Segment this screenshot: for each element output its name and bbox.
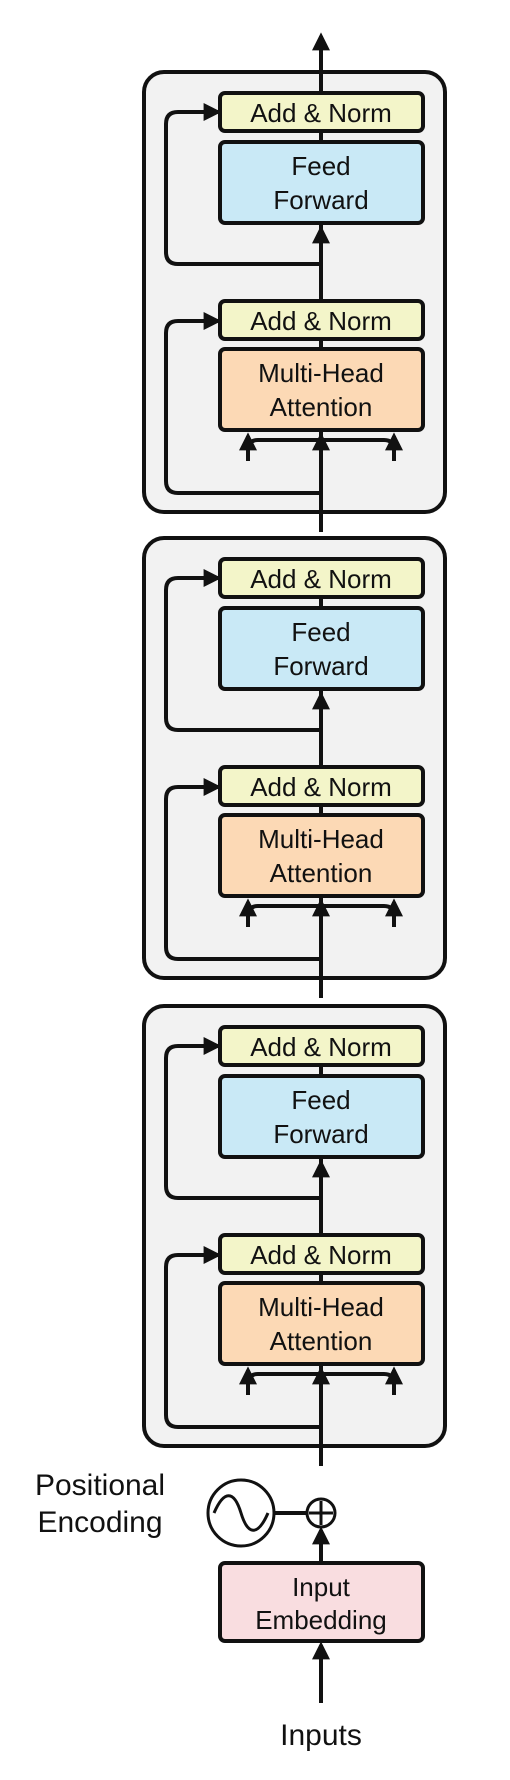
positional-encoding-label-line2: Encoding	[37, 1506, 162, 1539]
input-section: Positional Encoding Input Embedding Inpu…	[35, 1469, 425, 1752]
feed-forward-label-line2: Forward	[273, 651, 368, 681]
residual-connection-attention	[164, 1246, 321, 1429]
multi-head-attention-label-line1: Multi-Head	[258, 1292, 384, 1322]
residual-connection-attention	[164, 312, 321, 495]
multi-head-attention-label-line1: Multi-Head	[258, 358, 384, 388]
residual-connection-feed-forward	[164, 569, 321, 732]
layer-frame	[142, 70, 447, 514]
feed-forward-label-line2: Forward	[273, 1119, 368, 1149]
sine-wave-icon	[206, 1478, 276, 1548]
multi-head-attention-label-line2: Attention	[270, 1326, 373, 1356]
add-norm-label: Add & Norm	[250, 1240, 392, 1270]
add-norm-box-attention: Add & Norm	[218, 1233, 425, 1275]
add-norm-box-attention: Add & Norm	[218, 765, 425, 807]
add-norm-label: Add & Norm	[250, 564, 392, 594]
feed-forward-label-line1: Feed	[291, 617, 350, 647]
residual-connection-attention	[164, 778, 321, 961]
add-norm-box-attention: Add & Norm	[218, 299, 425, 341]
feed-forward-label-line1: Feed	[291, 151, 350, 181]
circle-plus-icon	[305, 1497, 337, 1529]
layer-frame	[142, 536, 447, 980]
input-embedding-box: Input Embedding	[218, 1561, 425, 1643]
positional-encoding-label-line1: Positional	[35, 1469, 165, 1502]
feed-forward-label-line1: Feed	[291, 1085, 350, 1115]
add-norm-label: Add & Norm	[250, 772, 392, 802]
multi-head-attention-label-line1: Multi-Head	[258, 824, 384, 854]
feed-forward-label-line2: Forward	[273, 185, 368, 215]
multi-head-attention-label-line2: Attention	[270, 392, 373, 422]
input-embedding-label-line2: Embedding	[255, 1605, 387, 1635]
add-norm-label: Add & Norm	[250, 1032, 392, 1062]
add-norm-box-feed-forward: Add & Norm	[218, 557, 425, 599]
add-norm-label: Add & Norm	[250, 98, 392, 128]
input-embedding-label-line1: Input	[292, 1572, 351, 1602]
add-norm-label: Add & Norm	[250, 306, 392, 336]
add-norm-box-feed-forward: Add & Norm	[218, 91, 425, 133]
layer-frame	[142, 1004, 447, 1448]
residual-connection-feed-forward	[164, 103, 321, 266]
multi-head-attention-label-line2: Attention	[270, 858, 373, 888]
residual-connection-feed-forward	[164, 1037, 321, 1200]
add-norm-box-feed-forward: Add & Norm	[218, 1025, 425, 1067]
inputs-label: Inputs	[280, 1719, 362, 1752]
